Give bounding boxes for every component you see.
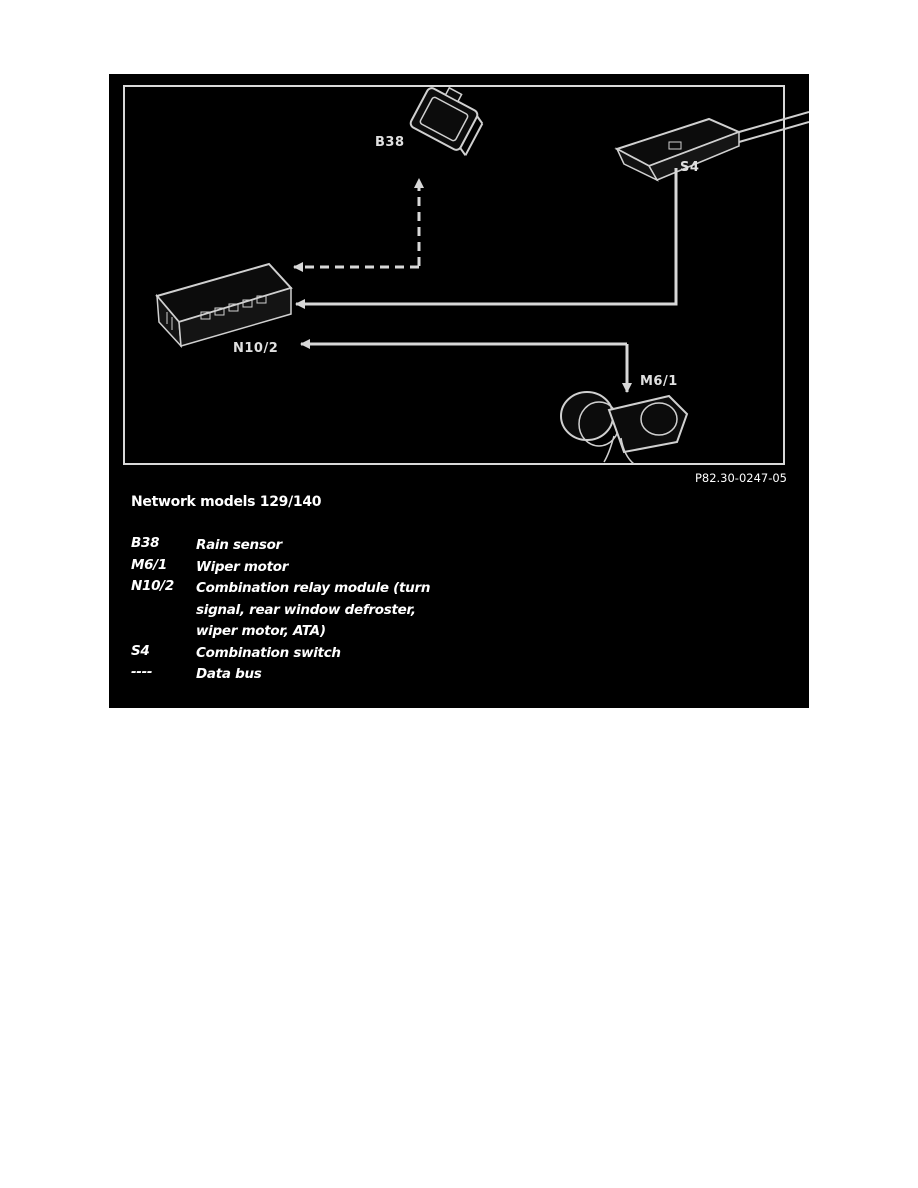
legend-item: B38 Rain sensor (131, 535, 771, 557)
diagram-panel: B38 S4 N10/2 M6/1 P82.30-0247-05 Network… (109, 74, 809, 708)
legend: B38 Rain sensor M6/1 Wiper motor N10/2 C… (131, 535, 771, 686)
legend-item: S4 Combination switch (131, 643, 771, 665)
label-s4: S4 (680, 160, 700, 175)
rain-sensor-icon (409, 86, 484, 156)
legend-description: Combination relay module (turn signal, r… (196, 580, 431, 639)
figure-id: P82.30-0247-05 (694, 471, 787, 485)
legend-code: ---- (131, 664, 153, 680)
switch-line (295, 168, 678, 309)
legend-code: M6/1 (131, 556, 167, 573)
wiper-motor-icon (560, 391, 689, 465)
wiring-diagram (155, 86, 809, 465)
legend-item: M6/1 Wiper motor (131, 557, 771, 579)
legend-description: Wiper motor (196, 558, 289, 575)
relay-module-icon (155, 262, 293, 349)
legend-item: N10/2 Combination relay module (turn sig… (131, 578, 771, 643)
diagram-frame (123, 85, 785, 465)
legend-description: Rain sensor (196, 537, 282, 553)
label-m6-1: M6/1 (640, 374, 678, 389)
combination-switch-icon (614, 111, 809, 182)
label-b38: B38 (375, 135, 405, 150)
legend-description: Data bus (196, 666, 262, 682)
legend-description: Combination switch (196, 644, 341, 661)
caption: Network models 129/140 (131, 494, 322, 510)
legend-code: B38 (131, 535, 160, 551)
legend-code: N10/2 (131, 578, 174, 594)
legend-item: ---- Data bus (131, 664, 771, 686)
label-n10-2: N10/2 (233, 341, 279, 356)
legend-code: S4 (131, 642, 150, 659)
